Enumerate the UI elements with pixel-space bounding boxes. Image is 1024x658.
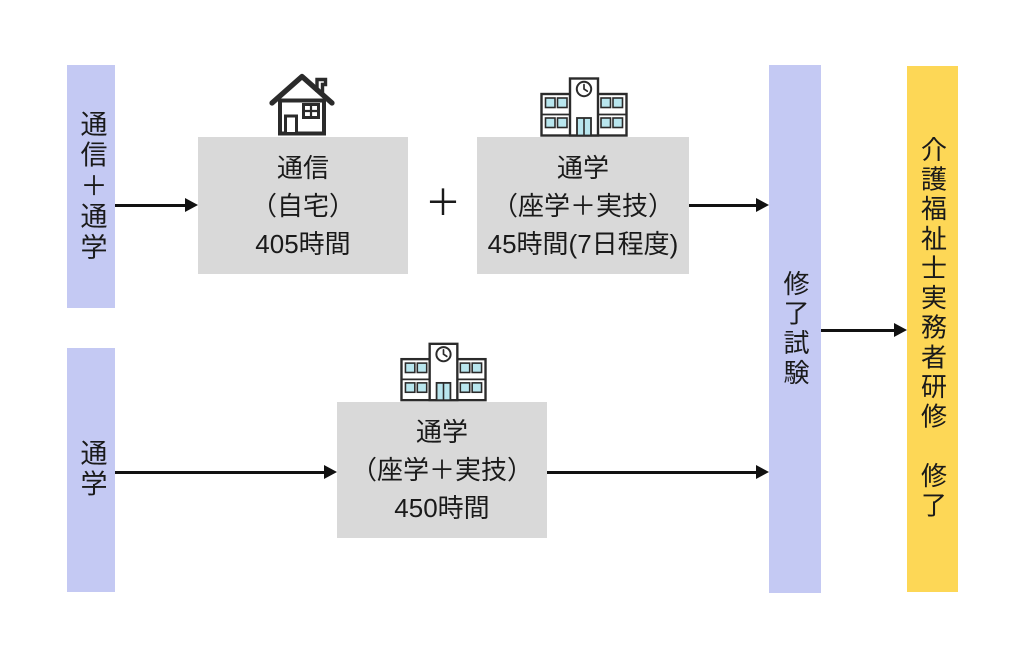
arrow-shaft (821, 328, 896, 332)
arrow-head-icon (894, 323, 907, 337)
arrow-head-icon (756, 198, 769, 212)
arrow-head-icon (185, 198, 198, 212)
arrow-track1-to-box1 (115, 198, 198, 212)
exam-bar: 修了試験 (769, 65, 821, 593)
arrow-track2-to-box3 (115, 465, 337, 479)
school-icon (400, 342, 487, 402)
step-line: 通信 (276, 152, 329, 183)
plus-operator: ＋ (424, 182, 461, 223)
house-icon (267, 73, 337, 137)
track-label: 通学 (76, 439, 107, 501)
arrow-box3-to-exam (547, 465, 769, 479)
step-line: 405時間 (255, 228, 351, 259)
arrow-shaft (115, 470, 326, 474)
arrow-head-icon (324, 465, 337, 479)
step-line: （座学＋実技） (491, 190, 674, 221)
school-icon (540, 77, 628, 137)
track-label: 通信＋通学 (76, 109, 107, 264)
track-bar-correspondence-plus-commute: 通信＋通学 (67, 65, 115, 308)
step-box-schooling-45h: 通学 （座学＋実技） 45時間(7日程度) (477, 137, 689, 274)
step-line: 45時間(7日程度) (487, 228, 679, 259)
step-line: 450時間 (394, 493, 490, 523)
track-bar-commute: 通学 (67, 348, 115, 592)
step-box-correspondence-home: 通信 （自宅） 405時間 (198, 137, 408, 274)
arrow-shaft (115, 203, 187, 207)
exam-bar-label: 修了試験 (780, 269, 810, 389)
arrow-shaft (547, 470, 758, 474)
result-bar: 介護福祉士実務者研修 修了 (907, 66, 958, 592)
result-bar-label: 介護福祉士実務者研修 修了 (917, 136, 948, 522)
step-line: 通学 (556, 152, 609, 183)
step-line: （自宅） (250, 190, 355, 221)
arrow-shaft (689, 203, 758, 207)
arrow-exam-to-result (821, 323, 907, 337)
step-line: 通学 (415, 417, 468, 447)
step-box-schooling-450h: 通学 （座学＋実技） 450時間 (337, 402, 547, 538)
arrow-head-icon (756, 465, 769, 479)
step-line: （座学＋実技） (350, 455, 533, 485)
arrow-box2-to-exam (689, 198, 769, 212)
